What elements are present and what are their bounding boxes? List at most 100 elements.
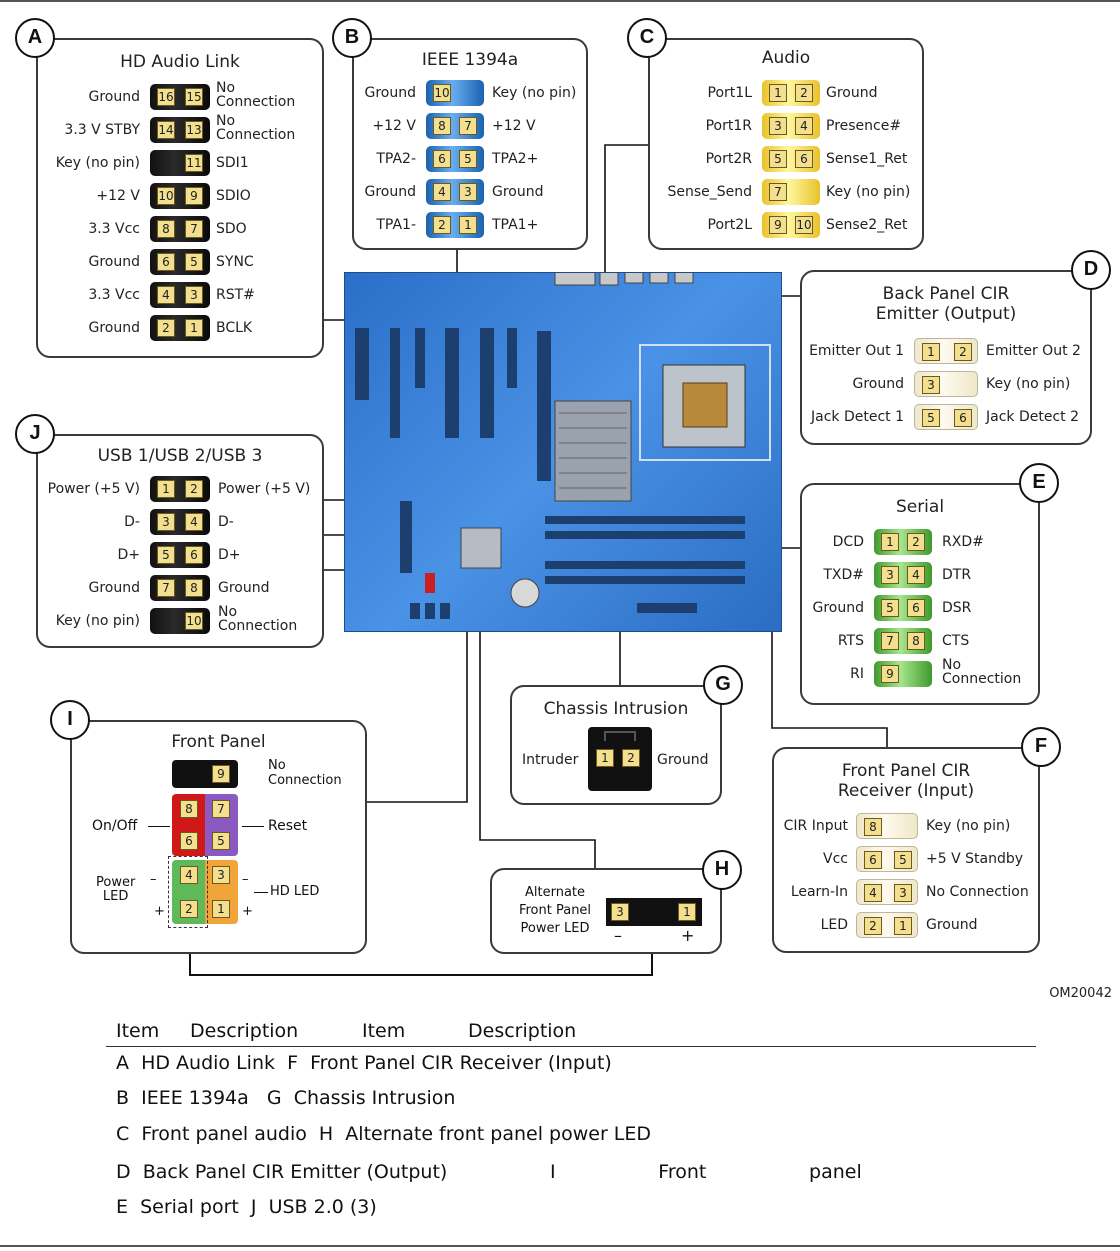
audio-title: Audio (761, 48, 811, 68)
ieee1394-left-label: TPA2- (376, 151, 416, 167)
front-power-led-plus: + (154, 904, 165, 919)
cir-receiver-right-label: +5 V Standby (926, 851, 1024, 867)
hd-audio-right-label: SDI1 (216, 155, 249, 171)
usb-pin: 3 (157, 513, 175, 531)
serial-right-label: DTR (942, 567, 972, 583)
alt-led-pin-1: 1 (678, 903, 696, 921)
ieee1394-pin: 1 (459, 216, 477, 234)
usb-left-label: Key (no pin) (55, 613, 140, 629)
usb-left-label: D+ (117, 547, 140, 563)
front-panel-title: Front Panel (171, 732, 266, 752)
front-pin-1: 1 (212, 900, 230, 918)
usb-pin: 2 (185, 480, 203, 498)
badge-d: D (1071, 250, 1111, 290)
legend-row-b: B IEEE 1394a G Chassis Intrusion (116, 1087, 456, 1109)
frame-top-rule (0, 0, 1120, 2)
usb-pin: 1 (157, 480, 175, 498)
ieee1394-left-label: Ground (364, 184, 417, 200)
usb-pin: 5 (157, 546, 175, 564)
audio-pin: 3 (769, 117, 787, 135)
cir-emitter-pin: 1 (922, 343, 940, 361)
usb-right-label: Ground (218, 580, 270, 596)
front-power-led-minus: – (150, 872, 157, 887)
cir-receiver-pin: 2 (864, 917, 882, 935)
badge-b: B (332, 18, 372, 58)
audio-pin: 2 (795, 84, 813, 102)
audio-left-label: Sense_Send (667, 184, 752, 200)
audio-pin: 4 (795, 117, 813, 135)
ieee1394-pin: 2 (433, 216, 451, 234)
cir-receiver-right-label: Key (no pin) (926, 818, 1011, 834)
serial-pin-pair: 9 (874, 661, 932, 687)
front-panel-cir-receiver-panel: Front Panel CIR Receiver (Input)CIR Inpu… (772, 747, 1040, 953)
ieee1394-right-label: Key (no pin) (492, 85, 577, 101)
cir-emitter-left-label: Ground (852, 376, 905, 392)
motherboard-illustration (344, 262, 782, 632)
audio-right-label: Ground (826, 85, 878, 101)
ieee1394-right-label: TPA2+ (492, 151, 539, 167)
hd-audio-pin: 4 (157, 286, 175, 304)
serial-pin: 1 (881, 533, 899, 551)
hd-audio-left-label: 3.3 Vcc (88, 221, 140, 237)
serial-pin: 5 (881, 599, 899, 617)
ieee1394-right-label: TPA1+ (492, 217, 539, 233)
serial-pin: 6 (907, 599, 925, 617)
hd-audio-pin: 2 (157, 319, 175, 337)
hd-audio-right-label: SYNC (216, 254, 254, 270)
hd-audio-title: HD Audio Link (120, 52, 240, 72)
cir-receiver-pin: 6 (864, 851, 882, 869)
cir-receiver-pin-pair: 8 (856, 813, 918, 839)
chassis-ground-label: Ground (657, 752, 709, 768)
cir-receiver-left-label: Learn-In (790, 884, 848, 900)
badge-i: I (50, 700, 90, 740)
hd-audio-pin: 3 (185, 286, 203, 304)
frame-bottom-rule (0, 1245, 1120, 1247)
alternate-power-led-panel: Alternate Front Panel Power LED 3 1 – + (490, 868, 722, 954)
cir-receiver-right-label: No Connection (926, 884, 1029, 900)
ieee1394-pin-pair: 10 (426, 80, 484, 106)
ieee1394-pin: 8 (433, 117, 451, 135)
audio-pin: 7 (769, 183, 787, 201)
audio-left-label: Port1R (705, 118, 752, 134)
legend-header-description-2: Description (468, 1020, 577, 1042)
audio-left-label: Port2R (705, 151, 752, 167)
alt-led-pin-3: 3 (611, 903, 629, 921)
audio-pin: 10 (795, 216, 813, 234)
hd-audio-pin: 1 (185, 319, 203, 337)
legend-row-e: E Serial port J USB 2.0 (3) (116, 1196, 377, 1218)
badge-g: G (703, 665, 743, 705)
serial-right-label: No Connection (942, 657, 1022, 687)
audio-right-label: Sense1_Ret (826, 151, 908, 167)
serial-pin: 3 (881, 566, 899, 584)
audio-right-label: Presence# (826, 118, 902, 134)
front-pin-6: 6 (180, 832, 198, 850)
hd-audio-pin: 16 (157, 88, 175, 106)
alt-led-plus: + (681, 926, 695, 945)
hd-audio-pin: 11 (185, 154, 203, 172)
usb-pin-pair: 10 (150, 608, 210, 634)
hd-audio-right-label: SDO (216, 221, 247, 237)
cir-receiver-pin: 8 (864, 818, 882, 836)
hd-audio-right-label: BCLK (216, 320, 253, 336)
serial-pin: 2 (907, 533, 925, 551)
chassis-pin-1: 1 (596, 749, 614, 767)
cir-emitter-pin-pair: 3 (914, 371, 978, 397)
serial-pin: 4 (907, 566, 925, 584)
serial-right-label: RXD# (942, 534, 984, 550)
badge-j: J (15, 414, 55, 454)
ieee1394-left-label: Ground (364, 85, 417, 101)
legend-header-item-1: Item (116, 1020, 160, 1042)
front-no-connection-label: No Connection (268, 758, 342, 788)
cir-emitter-pin: 6 (954, 409, 972, 427)
hd-audio-left-label: 3.3 V STBY (64, 122, 140, 138)
